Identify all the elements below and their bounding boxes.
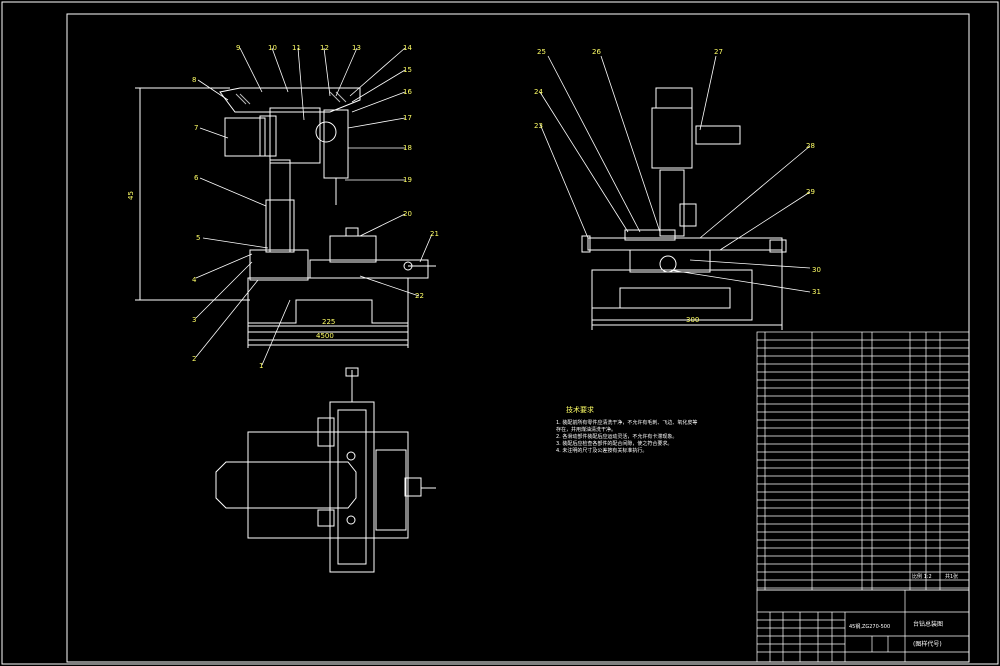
callout-30: 30 bbox=[812, 266, 821, 274]
note-line: 2. 各滑动部件装配后应运动灵活，不允许有卡滞现象。 bbox=[556, 433, 677, 440]
callout-7: 7 bbox=[194, 124, 198, 132]
callout-27: 27 bbox=[714, 48, 723, 56]
side-leadscrew bbox=[659, 255, 677, 273]
top-clamp-1 bbox=[317, 417, 335, 447]
callout-6: 6 bbox=[194, 174, 199, 182]
callout-23: 23 bbox=[534, 122, 543, 130]
callout-28: 28 bbox=[806, 142, 815, 150]
note-line: 3. 装配后应检查各部件的配合间隙，使之符合要求。 bbox=[556, 440, 672, 447]
quantity-text: 共1张 bbox=[945, 573, 958, 580]
title-block bbox=[756, 589, 970, 663]
vise-jaw bbox=[345, 227, 359, 237]
callout-17: 17 bbox=[403, 114, 412, 122]
top-handle-knob bbox=[345, 367, 359, 377]
dim-height-text: 45 bbox=[127, 191, 135, 200]
scale-text: 比例 1:2 bbox=[912, 573, 932, 580]
drawing-name: 台钻总装图 bbox=[913, 620, 943, 628]
callout-31: 31 bbox=[812, 288, 821, 296]
column-sleeve bbox=[265, 199, 295, 253]
material-text: 45钢,ZG270-500 bbox=[849, 623, 890, 630]
side-workpiece bbox=[624, 229, 676, 241]
callout-3: 3 bbox=[192, 316, 196, 324]
callout-12: 12 bbox=[320, 44, 329, 52]
feed-gear bbox=[315, 121, 337, 143]
callout-5: 5 bbox=[196, 234, 200, 242]
side-table-end-r bbox=[769, 239, 787, 253]
hatch bbox=[335, 91, 347, 103]
head-housing bbox=[269, 107, 321, 164]
top-bolt-2 bbox=[346, 515, 356, 525]
top-slide-inner bbox=[337, 409, 367, 565]
top-view bbox=[215, 367, 436, 573]
callout-2: 2 bbox=[192, 355, 196, 363]
front-leaders bbox=[195, 47, 433, 366]
dim-width-inner-text: 225 bbox=[322, 318, 335, 326]
callout-1: 1 bbox=[259, 362, 263, 370]
note-line: 1. 装配前所有零件应清洗干净，不允许有毛刺、飞边、氧化皮等 bbox=[556, 419, 697, 426]
callout-13: 13 bbox=[352, 44, 361, 52]
column-seat bbox=[249, 249, 309, 281]
side-callouts: 23 24 25 26 27 28 29 30 31 bbox=[534, 48, 821, 296]
top-column-plate bbox=[375, 449, 407, 531]
note-line: 4. 未注明的尺寸及公差按有关标准执行。 bbox=[556, 447, 647, 454]
callout-19: 19 bbox=[403, 176, 412, 184]
front-view bbox=[135, 87, 436, 348]
side-base-slot bbox=[592, 287, 731, 309]
side-motor bbox=[655, 87, 693, 109]
callout-8: 8 bbox=[192, 76, 196, 84]
callout-18: 18 bbox=[403, 144, 412, 152]
side-table-end-l bbox=[581, 235, 591, 253]
callout-26: 26 bbox=[592, 48, 601, 56]
bill-of-materials bbox=[756, 331, 970, 591]
top-head bbox=[215, 461, 357, 509]
note-line: 存在，并用煤油清洗干净。 bbox=[556, 426, 616, 433]
callout-11: 11 bbox=[292, 44, 301, 52]
callout-14: 14 bbox=[403, 44, 412, 52]
callout-22: 22 bbox=[415, 292, 424, 300]
callout-16: 16 bbox=[403, 88, 412, 96]
headstock bbox=[219, 87, 361, 113]
callout-20: 20 bbox=[403, 210, 412, 218]
side-table bbox=[587, 237, 783, 251]
technical-notes: 1. 装配前所有零件应清洗干净，不允许有毛刺、飞边、氧化皮等 存在，并用煤油清洗… bbox=[556, 419, 697, 454]
side-dim-width-text: 300 bbox=[686, 316, 699, 324]
callout-10: 10 bbox=[268, 44, 277, 52]
hatch bbox=[235, 93, 247, 105]
callout-25: 25 bbox=[537, 48, 546, 56]
side-column bbox=[659, 169, 685, 237]
side-clamp bbox=[679, 203, 697, 227]
side-leaders bbox=[539, 55, 811, 293]
top-base bbox=[247, 431, 409, 539]
callout-4: 4 bbox=[192, 276, 197, 284]
callout-15: 15 bbox=[403, 66, 412, 74]
top-feed-box bbox=[404, 477, 422, 497]
hatch bbox=[329, 91, 341, 103]
callout-29: 29 bbox=[806, 188, 815, 196]
drawing-code: (图样代号) bbox=[913, 640, 942, 648]
slide-table bbox=[309, 259, 429, 279]
top-bolt-1 bbox=[346, 451, 356, 461]
callout-24: 24 bbox=[534, 88, 543, 96]
base-slot bbox=[248, 299, 408, 324]
callout-9: 9 bbox=[236, 44, 240, 52]
handwheel-hub bbox=[403, 261, 413, 271]
notes-title: 技术要求 bbox=[566, 405, 594, 414]
motor-flange bbox=[259, 115, 277, 157]
top-clamp-2 bbox=[317, 509, 335, 527]
side-handle bbox=[695, 125, 741, 145]
side-view bbox=[581, 87, 787, 330]
hatch bbox=[239, 93, 251, 105]
callout-21: 21 bbox=[430, 230, 439, 238]
dim-width-outer-text: 4500 bbox=[316, 332, 334, 340]
